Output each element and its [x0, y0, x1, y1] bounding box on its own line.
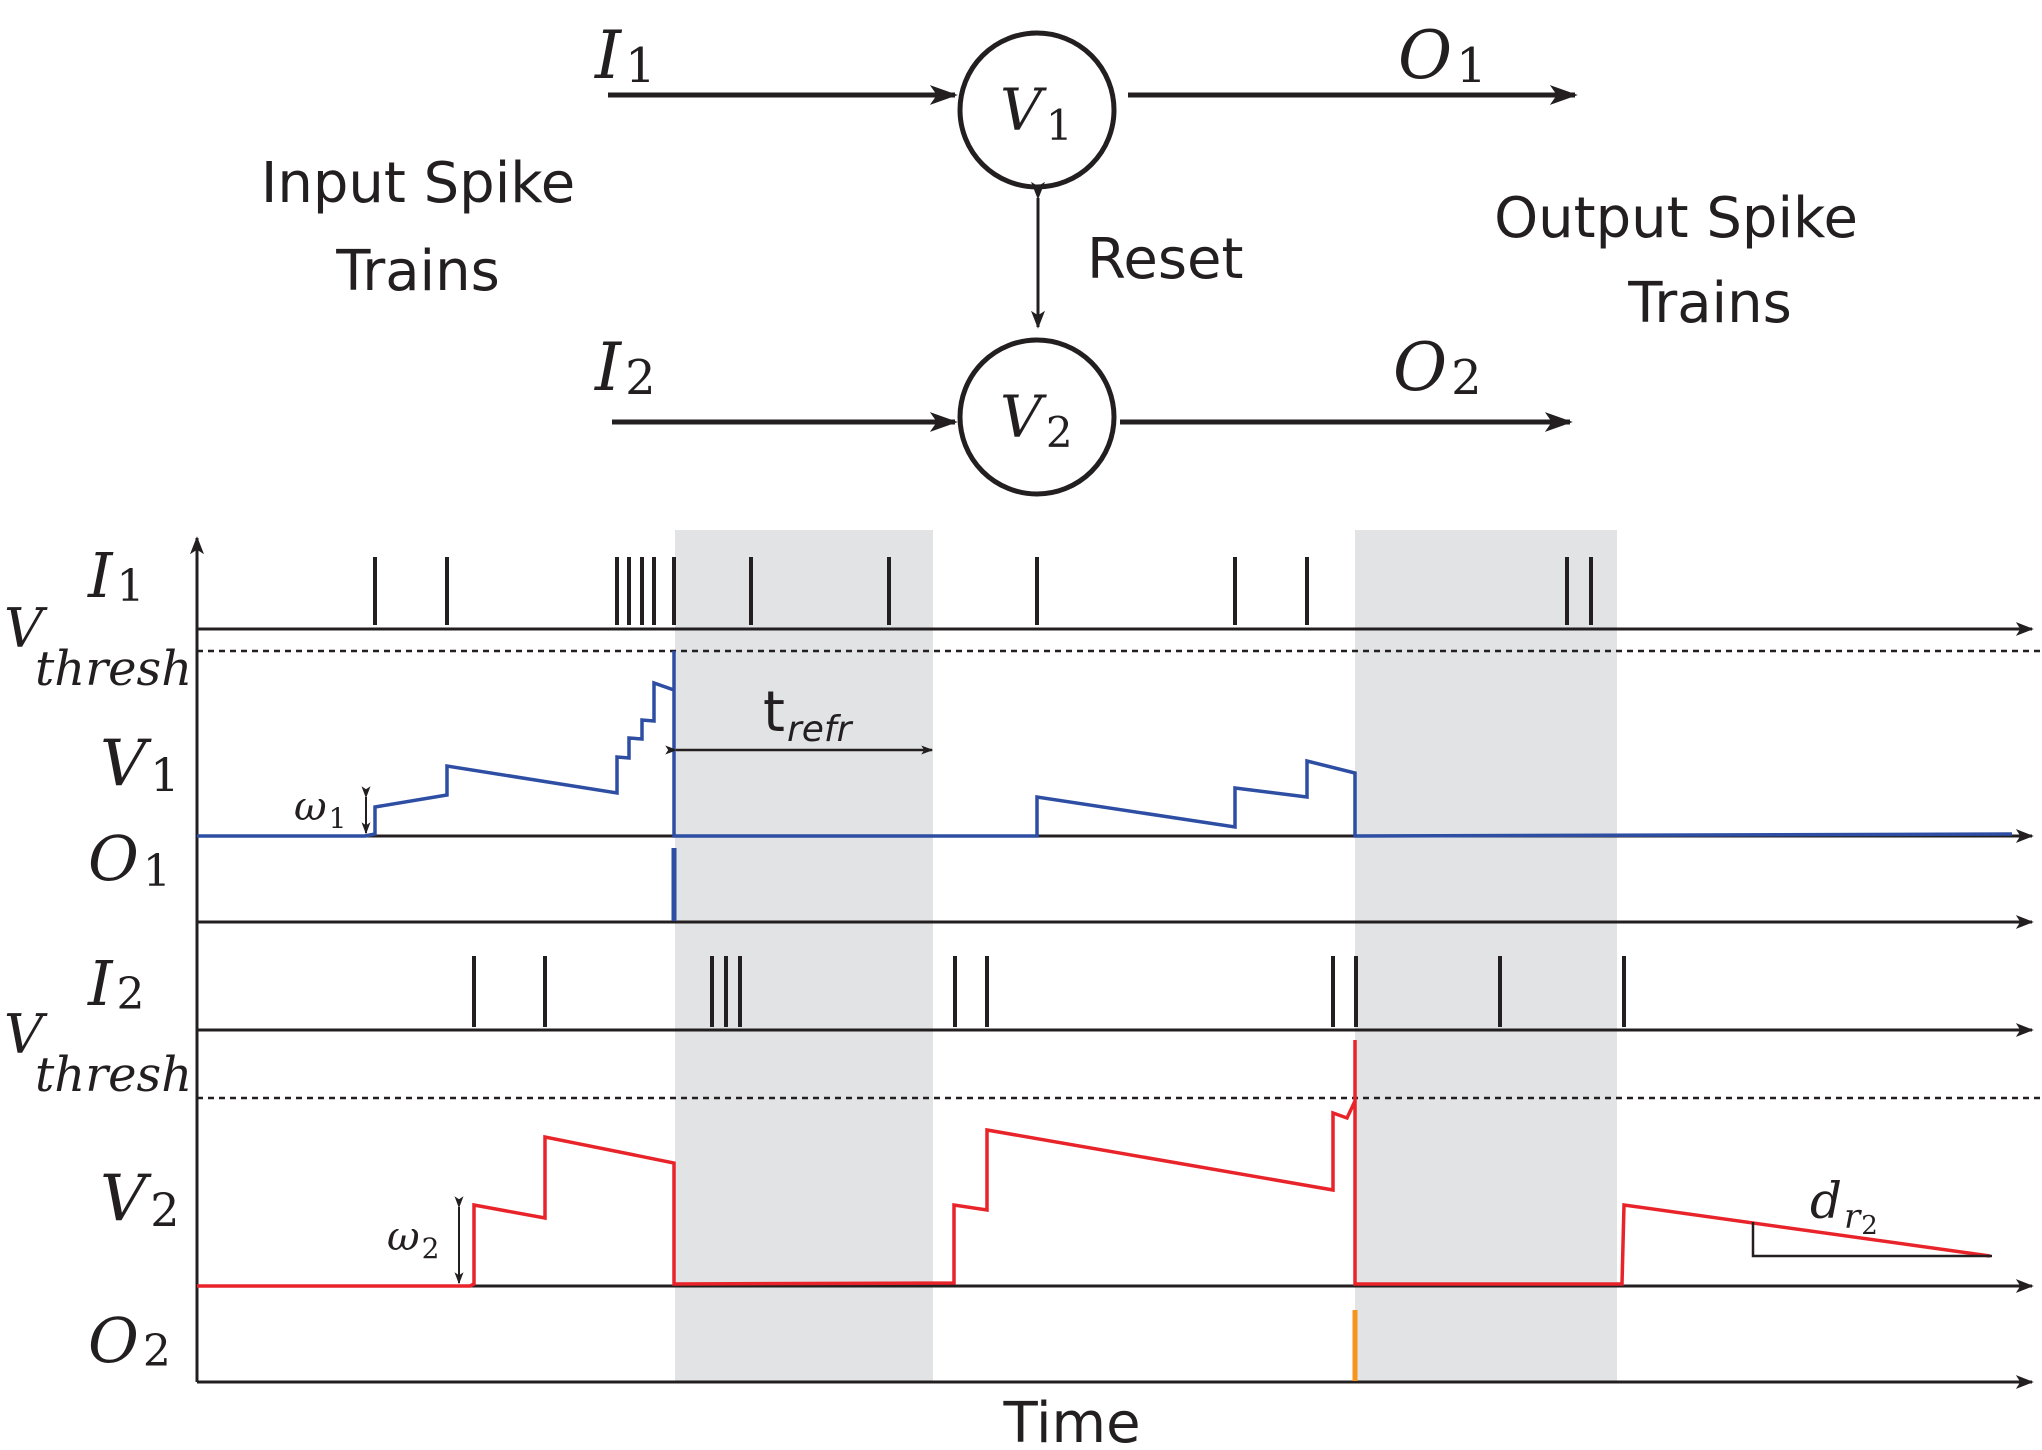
neuron-1-node	[957, 30, 1117, 190]
row-label-v2: V2	[100, 1162, 180, 1237]
row-label-i2: I2	[87, 947, 145, 1020]
reset-label: Reset	[1087, 227, 1243, 292]
row-label-o1: O1	[88, 822, 171, 897]
input-spike-trains-label-2: Trains	[335, 239, 500, 304]
refractory-period-1	[675, 530, 933, 1382]
t-refr-label: trefr	[763, 680, 854, 750]
decay-rate-label: dr2	[1810, 1172, 1878, 1241]
neuron-2-node	[957, 337, 1117, 497]
neuron-2-label: V2	[1000, 383, 1073, 457]
neuron-1-label: V1	[1000, 76, 1073, 150]
omega1-label: ω1	[294, 784, 346, 835]
output-2-label: O2	[1393, 329, 1482, 406]
decay-slope-marker	[1751, 1222, 1992, 1258]
v1-membrane-trace	[197, 651, 2013, 838]
v2-membrane-trace	[197, 1040, 1991, 1288]
x-axis-label: Time	[1002, 1391, 1140, 1450]
row-label-i1: I1	[87, 539, 145, 612]
input-2-label: I2	[594, 329, 656, 406]
input-spike-trains-label: Input Spike	[261, 151, 575, 216]
row-label-o2: O2	[88, 1304, 171, 1377]
output-spike-trains-label-2: Trains	[1627, 271, 1792, 336]
omega2-label: ω2	[387, 1214, 439, 1265]
network-diagram: V1 V2 I1 I2 O1 O2 Input Spike Trains Res…	[261, 17, 1858, 497]
i2-spike-train	[472, 956, 1626, 1027]
output-spike-trains-label: Output Spike	[1494, 186, 1858, 251]
output-1-label: O1	[1398, 17, 1487, 94]
input-1-label: I1	[594, 17, 656, 94]
row-label-v1: V1	[100, 727, 180, 802]
i1-spike-train	[373, 557, 1593, 625]
refractory-period-2	[1355, 530, 1617, 1382]
